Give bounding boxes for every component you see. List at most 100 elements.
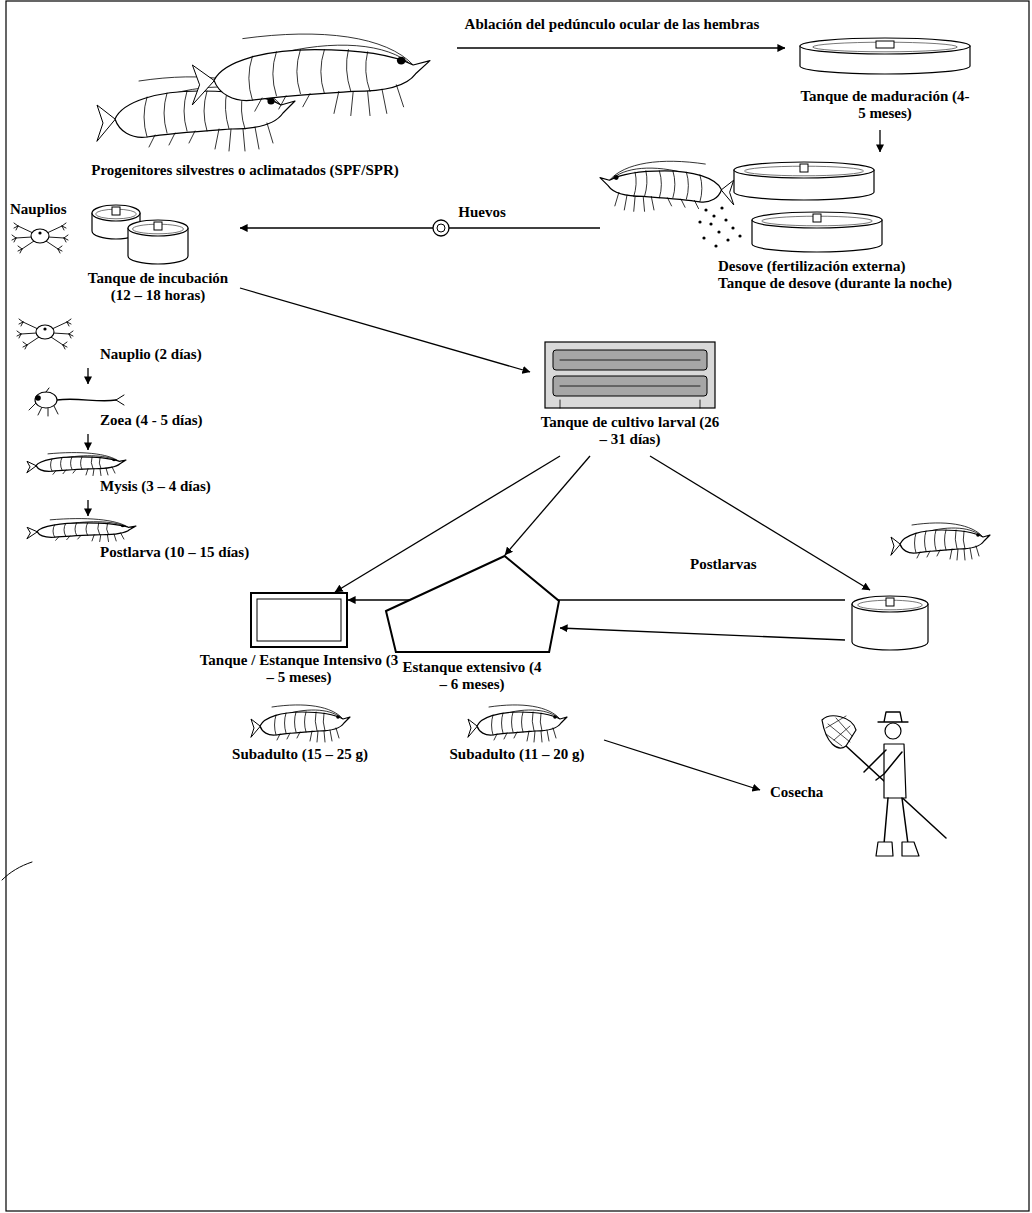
node-label: Tanque / Estanque Intensivo (3 – 5 meses… [199, 652, 399, 687]
node-label: Tanque de desove (durante la noche) [718, 275, 1023, 292]
caption: Desove (fertilización externa)Tanque de … [718, 258, 1023, 293]
page-frame [6, 1, 1029, 1211]
intensive-pond: Tanque / Estanque Intensivo (3 – 5 meses… [250, 592, 348, 648]
egg-dot [731, 226, 734, 229]
mysis-figure [27, 453, 126, 476]
zoea-tail [116, 395, 124, 405]
postlarva-figure [27, 519, 136, 542]
nursery-tank-drawing [852, 596, 928, 650]
flow-arrow [87, 434, 88, 450]
nauplius-appendage [19, 319, 38, 329]
arms [864, 750, 902, 780]
flow-arrow [604, 740, 760, 790]
tank-photo [545, 342, 715, 408]
shrimp-body [36, 457, 126, 471]
egg-dot [714, 244, 717, 247]
subadult-shrimp [468, 705, 567, 742]
shrimp-swimmerets [149, 131, 195, 147]
tank-standpipe [112, 207, 120, 215]
tank-cover [876, 41, 894, 48]
shrimp-body [214, 50, 430, 101]
arrow-label: Huevos [455, 203, 509, 221]
flow-arrow [240, 227, 600, 228]
shrimp-legs [527, 728, 556, 742]
node-label: Progenitores silvestres o aclimatados (S… [35, 162, 455, 179]
spawning-shrimp [600, 161, 734, 211]
extensive-pond: Estanque extensivo (4 – 6 meses) [385, 555, 560, 653]
node-label: Mysis (3 – 4 días) [100, 478, 275, 495]
larval-stage: Postlarva (10 – 15 días) [18, 516, 278, 566]
shrimp-segments [492, 712, 543, 735]
shrimp-body [260, 712, 350, 735]
shrimp-tail [27, 527, 37, 538]
egg-icon [433, 220, 449, 236]
trough-pipes [560, 360, 700, 408]
subadult-stage: Subadulto (11 – 20 g) [432, 702, 604, 768]
flow-arrow [505, 456, 590, 555]
shrimp-tail [891, 537, 900, 555]
caption: Cosecha [770, 784, 840, 801]
nauplius-appendage [23, 337, 39, 349]
tank-rim [800, 38, 970, 54]
egg-dot [702, 236, 705, 239]
nauplius-appendage [14, 223, 33, 233]
larval-culture-tank: Tanque de cultivo larval (26 – 31 días) [530, 340, 730, 456]
shrimp-swimmerets [668, 198, 699, 209]
tank-rim [92, 205, 140, 221]
flow-arrow [457, 47, 785, 48]
flow-arrow [879, 130, 880, 152]
spawning-tanks: Desove (fertilización externa)Tanque de … [600, 152, 1028, 302]
shrimp-tail [192, 65, 214, 105]
node-label: Tanque de maduración (4-5 meses) [800, 88, 970, 123]
subadult-stage: Subadulto (15 – 25 g) [215, 702, 387, 768]
egg-dot [704, 208, 707, 211]
hatching-tank-drawing [128, 220, 188, 264]
tank-rim [128, 220, 188, 236]
shrimp-tail [27, 461, 36, 472]
nauplius-appendage [18, 241, 34, 253]
node-label: Postlarva (10 – 15 días) [100, 544, 275, 561]
node-label: Tanque de cultivo larval (26 – 31 días) [537, 414, 723, 449]
nursery-tank: Postlarvas [845, 590, 935, 656]
shrimp-legs [615, 192, 654, 211]
net-mesh [826, 716, 852, 746]
shrimp-legs [334, 85, 404, 116]
larval-stage: Zoea (4 - 5 días) [18, 384, 278, 434]
caption: Tanque de incubación (12 – 18 horas) [78, 270, 238, 305]
caption: Tanque de cultivo larval (26 – 31 días) [537, 414, 723, 449]
nauplius-appendage [48, 235, 68, 242]
shrimp-segments [275, 712, 326, 735]
zoea-carapace [35, 392, 57, 408]
shrimp-eye [336, 715, 340, 719]
shrimp-body [37, 523, 136, 537]
maturation-tank: Tanque de maduración (4-5 meses) [785, 30, 985, 130]
stage-label: Nauplios [10, 200, 67, 218]
larval-tank-drawing [545, 342, 715, 408]
shrimp-legs [215, 123, 273, 151]
larval-stage: Nauplio (2 días) [18, 318, 278, 368]
egg-dot [698, 220, 701, 223]
tank-standpipe [800, 164, 808, 172]
caption: Subadulto (15 – 25 g) [215, 746, 385, 763]
tank-rim [734, 162, 874, 178]
nauplius-appendage [46, 241, 62, 253]
spawning-tank-drawing [752, 212, 882, 252]
shrimp-body [600, 171, 722, 202]
flow-arrow [87, 368, 88, 384]
node-label: Tanque de incubación (12 – 18 horas) [78, 270, 238, 305]
caption: Tanque / Estanque Intensivo (3 – 5 meses… [199, 652, 399, 687]
node-label: Zoea (4 - 5 días) [100, 412, 275, 429]
zoea-abdomen [57, 399, 116, 401]
shrimp-swimmerets [277, 732, 300, 740]
hand-net [822, 716, 856, 748]
flow-arrow [650, 456, 870, 590]
flow-arrow [560, 628, 845, 640]
caption: Estanque extensivo (4 – 6 meses) [397, 659, 547, 694]
nauplius-appendage [12, 235, 32, 242]
caption: Progenitores silvestres o aclimatados (S… [35, 162, 455, 179]
tank-standpipe [154, 222, 162, 230]
tank-standpipe [886, 598, 894, 606]
zoea-figure [29, 388, 124, 416]
tank-rim [752, 212, 882, 228]
